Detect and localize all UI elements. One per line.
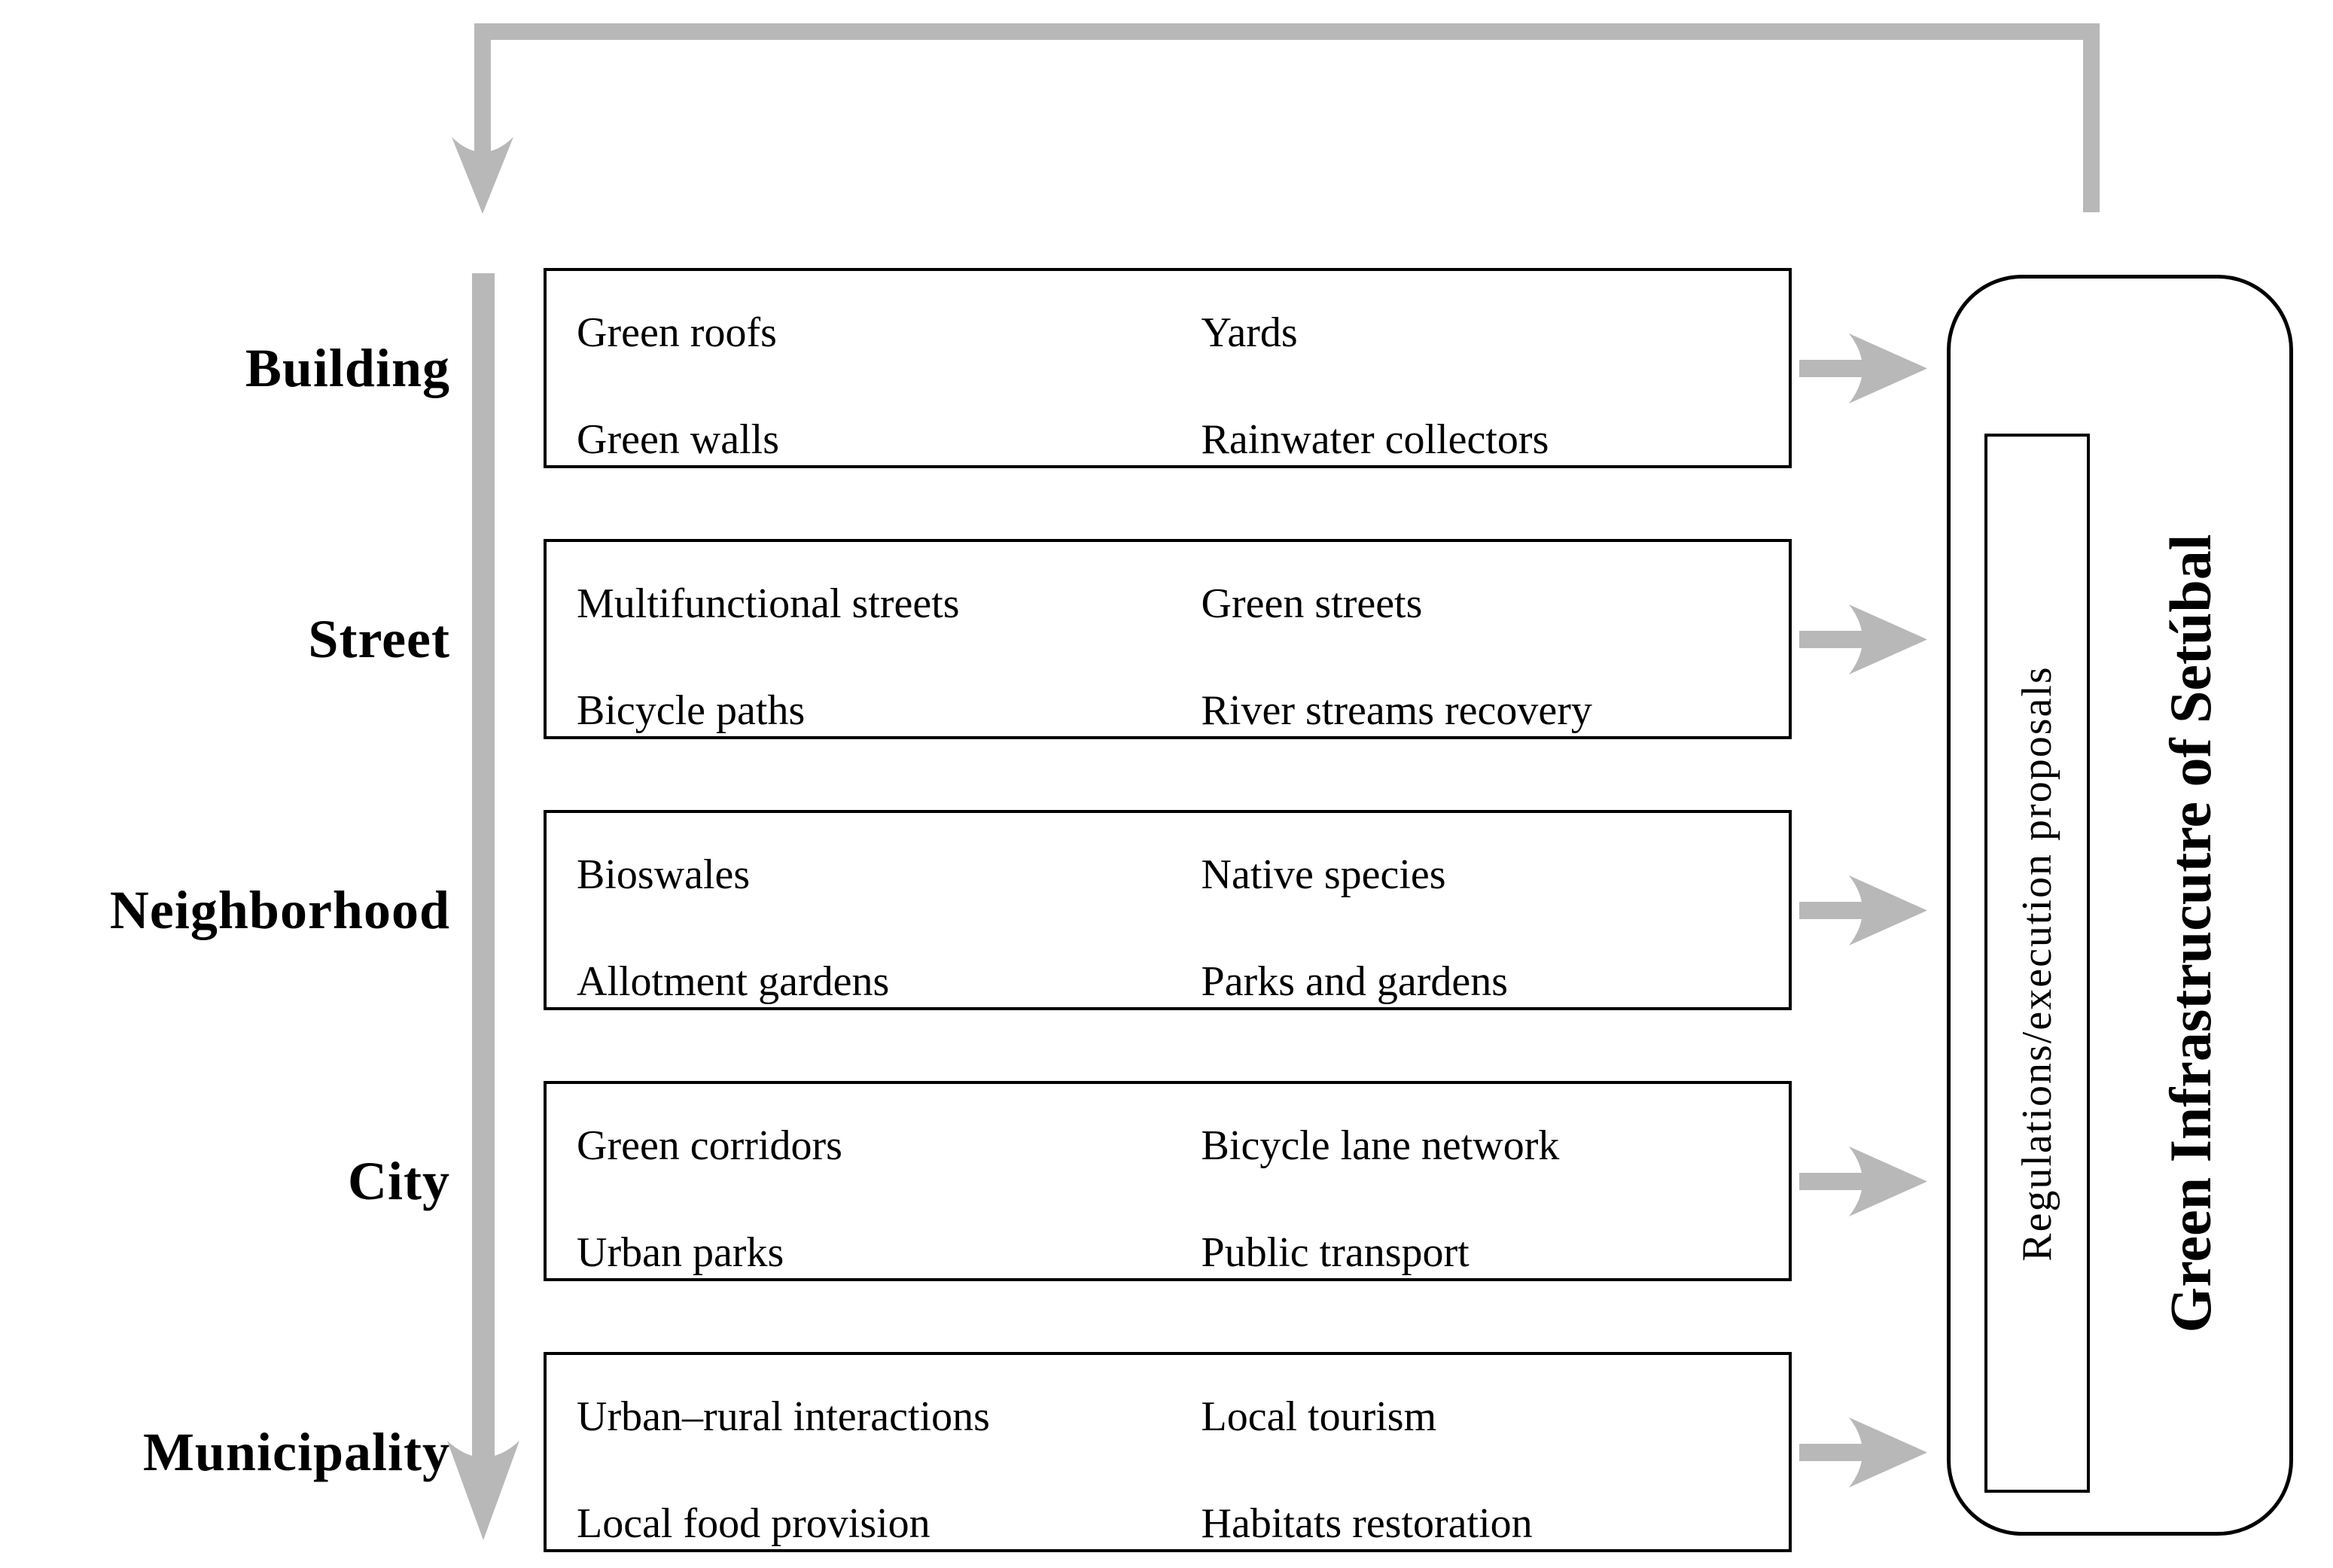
right-arrow-shaft [1799, 1444, 1875, 1461]
level-box-column-left: Green corridors Urban parks [547, 1084, 1202, 1278]
box-item: River streams recovery [1201, 687, 1592, 735]
proposals-label: Regulations/execution proposals [2014, 665, 2060, 1262]
level-box-column-right: Yards Rainwater collectors [1202, 271, 1789, 465]
box-item: Local tourism [1201, 1393, 1437, 1440]
level-row-street: Street Multifunctional streets Bicycle p… [0, 539, 2333, 739]
level-box-column-right: Bicycle lane network Public transport [1202, 1084, 1789, 1278]
right-arrow-icon [1799, 875, 1927, 945]
level-box-column-right: Local tourism Habitats restoration [1202, 1355, 1789, 1549]
level-box-column-left: Multifunctional streets Bicycle paths [547, 542, 1202, 736]
level-box-building: Green roofs Green walls Yards Rainwater … [544, 268, 1792, 468]
level-box-column-left: Urban–rural interactions Local food prov… [547, 1355, 1202, 1549]
summary-title: Green Infrastrucutre of Setúbal [2158, 534, 2223, 1333]
scale-label-building: Building [245, 337, 450, 398]
feedback-loop-arrow-icon [452, 23, 2100, 214]
level-row-city: City Green corridors Urban parks Bicycle… [0, 1081, 2333, 1281]
right-arrow-icon [1799, 604, 1927, 674]
scale-label-neighborhood: Neighborhood [109, 879, 450, 940]
box-item: Allotment gardens [577, 958, 890, 1006]
box-item: Bioswales [577, 851, 751, 898]
right-arrow-icon [1799, 1417, 1927, 1487]
box-item: Rainwater collectors [1201, 416, 1549, 464]
level-box-column-right: Native species Parks and gardens [1202, 813, 1789, 1007]
level-box-column-left: Bioswales Allotment gardens [547, 813, 1202, 1007]
proposals-box [1984, 434, 2090, 1493]
box-item: Local food provision [577, 1500, 930, 1548]
level-row-municipality: Municipality Urban–rural interactions Lo… [0, 1352, 2333, 1552]
box-item: Green corridors [577, 1122, 842, 1169]
level-box-municipality: Urban–rural interactions Local food prov… [544, 1352, 1792, 1552]
right-arrow-icon [1799, 333, 1927, 403]
right-arrow-shaft [1799, 631, 1875, 648]
box-item: Yards [1201, 309, 1298, 356]
box-item: Green walls [577, 416, 780, 464]
box-item: Habitats restoration [1201, 1500, 1533, 1548]
level-box-neighborhood: Bioswales Allotment gardens Native speci… [544, 810, 1792, 1010]
right-arrow-shaft [1799, 902, 1875, 919]
box-item: Urban parks [577, 1229, 784, 1277]
right-arrowhead-icon [1849, 875, 1927, 945]
level-row-neighborhood: Neighborhood Bioswales Allotment gardens… [0, 810, 2333, 1010]
feedback-arrow-shaft [474, 23, 2100, 212]
box-item: Urban–rural interactions [577, 1393, 990, 1440]
right-arrow-shaft [1799, 1173, 1875, 1190]
level-box-column-right: Green streets River streams recovery [1202, 542, 1789, 736]
right-arrowhead-icon [1849, 604, 1927, 674]
box-item: Green streets [1201, 580, 1423, 627]
scale-label-street: Street [308, 608, 450, 669]
right-arrowhead-icon [1849, 1417, 1927, 1487]
box-item: Parks and gardens [1201, 958, 1508, 1006]
level-box-city: Green corridors Urban parks Bicycle lane… [544, 1081, 1792, 1281]
right-arrow-shaft [1799, 360, 1875, 377]
scale-arrowhead-down-icon [447, 1441, 519, 1540]
scale-label-municipality: Municipality [142, 1421, 450, 1482]
box-item: Bicycle lane network [1201, 1122, 1560, 1169]
right-arrowhead-icon [1849, 333, 1927, 403]
feedback-arrowhead-down-icon [452, 137, 513, 214]
box-item: Multifunctional streets [577, 580, 960, 627]
level-row-building: Building Green roofs Green walls Yards R… [0, 268, 2333, 468]
box-item: Public transport [1201, 1229, 1470, 1277]
scale-label-city: City [348, 1150, 450, 1211]
box-item: Native species [1201, 851, 1446, 898]
scale-axis-arrow-icon [447, 273, 519, 1540]
box-item: Bicycle paths [577, 687, 806, 735]
right-arrow-icon [1799, 1146, 1927, 1216]
level-box-street: Multifunctional streets Bicycle paths Gr… [544, 539, 1792, 739]
level-box-column-left: Green roofs Green walls [547, 271, 1202, 465]
right-arrowhead-icon [1849, 1146, 1927, 1216]
box-item: Green roofs [577, 309, 777, 356]
